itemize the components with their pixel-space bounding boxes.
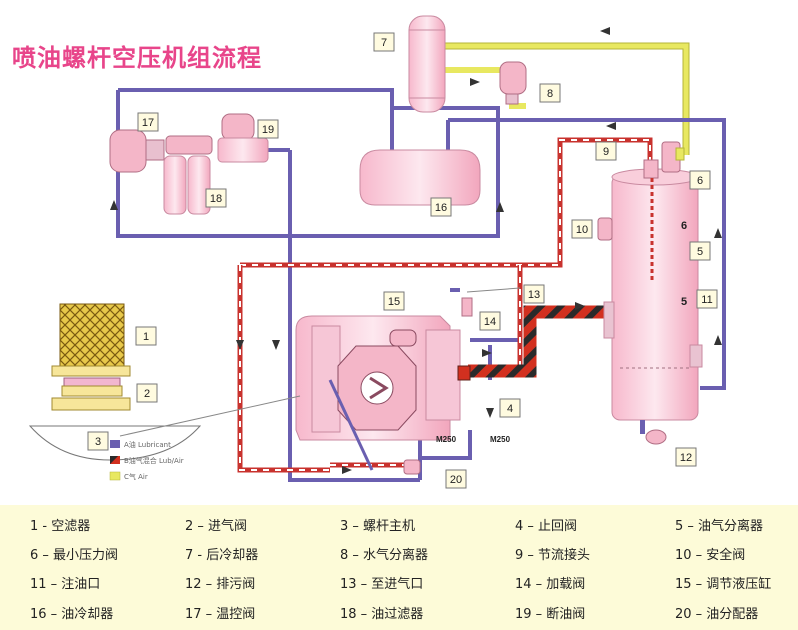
part-item-13: 13 – 至进气口 <box>340 577 424 592</box>
valve-label: M250 <box>436 435 457 444</box>
marker-17: 17 <box>142 117 154 129</box>
legend-label-air: C气 Air <box>124 472 148 481</box>
part-item-18: 18 – 油过滤器 <box>340 607 424 622</box>
water-separator <box>499 61 527 105</box>
marker-5: 5 <box>681 296 687 308</box>
part-item-8: 8 – 水气分离器 <box>340 548 429 563</box>
flow-arrows <box>110 27 722 474</box>
legend: A油 Lubricant B油气混合 Lub/Air C气 Air <box>109 440 184 481</box>
oil-cooler <box>359 149 481 206</box>
legend-label-oil: A油 Lubricant <box>124 440 171 449</box>
marker-14: 14 <box>484 316 496 328</box>
check-valve <box>457 365 471 381</box>
marker-box <box>430 197 452 217</box>
oil-distributor <box>403 459 421 475</box>
marker-15: 15 <box>388 296 400 308</box>
page-title: 喷油螺杆空压机组流程 <box>12 44 262 72</box>
part-item-12: 12 – 排污阀 <box>185 577 256 592</box>
marker-box <box>445 469 467 489</box>
part-item-15: 15 – 调节液压缸 <box>675 577 772 592</box>
part-item-6: 6 – 最小压力阀 <box>30 548 119 563</box>
marker-19: 19 <box>262 124 274 136</box>
legend-swatch-air <box>109 471 121 481</box>
marker-16: 16 <box>435 202 447 214</box>
throttle-joint <box>643 159 659 280</box>
part-item-11: 11 – 注油口 <box>30 577 101 592</box>
part-item-20: 20 – 油分配器 <box>675 607 759 622</box>
part-item-16: 16 – 油冷却器 <box>30 607 114 622</box>
marker-box <box>257 119 279 139</box>
part-item-7: 7 - 后冷却器 <box>185 548 259 563</box>
part-item-17: 17 – 温控阀 <box>185 607 256 622</box>
valve-label: M250 <box>490 435 511 444</box>
marker-7: 7 <box>381 37 387 49</box>
marker-1: 1 <box>143 331 149 343</box>
part-item-9: 9 – 节流接头 <box>515 548 591 563</box>
part-item-4: 4 – 止回阀 <box>515 519 578 534</box>
marker-box <box>87 431 109 451</box>
marker-box <box>539 83 561 103</box>
screw-main-unit <box>295 315 461 471</box>
marker-3: 3 <box>95 436 101 448</box>
marker-box <box>689 170 711 190</box>
marker-9: 9 <box>603 146 609 158</box>
oil-filter <box>163 135 213 215</box>
marker-box <box>696 289 718 309</box>
marker-8: 8 <box>547 88 553 100</box>
marker-box <box>479 311 501 331</box>
legend-swatch-oil-gas <box>110 456 120 464</box>
marker-4: 4 <box>507 403 513 415</box>
marker-2: 2 <box>144 388 150 400</box>
marker-box <box>675 447 697 467</box>
marker-box <box>373 32 395 52</box>
flow-diagram: A油 Lubricant B油气混合 Lub/Air C气 Air M250 M… <box>28 15 726 489</box>
part-item-5: 5 – 油气分离器 <box>675 519 764 534</box>
part-item-1: 1 - 空滤器 <box>30 519 91 534</box>
air-filter <box>51 303 131 377</box>
part-item-2: 2 – 进气阀 <box>185 519 248 534</box>
legend-label-oil-gas: B油气混合 Lub/Air <box>124 456 184 465</box>
part-item-14: 14 – 加载阀 <box>515 577 586 592</box>
marker-6: 6 <box>681 220 687 232</box>
marker-13: 13 <box>528 289 540 301</box>
part-item-19: 19 – 断油阀 <box>515 607 586 622</box>
part-item-3: 3 – 螺杆主机 <box>340 519 416 534</box>
marker-12: 12 <box>680 452 692 464</box>
marker-box <box>383 291 405 311</box>
marker-box <box>689 241 711 261</box>
marker-box <box>595 141 617 161</box>
after-cooler <box>408 15 446 113</box>
oil-cutoff-valve <box>217 113 269 163</box>
drain-valve <box>640 420 667 445</box>
parts-legend: 1 - 空滤器 2 – 进气阀 3 – 螺杆主机 4 – 止回阀 5 – 油气分离器 6 … <box>0 505 798 630</box>
legend-swatch-oil <box>110 440 120 448</box>
thermostatic-valve <box>109 129 165 173</box>
marker-6: 6 <box>697 175 703 187</box>
marker-10: 10 <box>576 224 588 236</box>
safety-valve <box>597 217 613 241</box>
discharge-pipe <box>468 305 604 378</box>
marker-box <box>135 326 157 346</box>
regulating-cylinder <box>389 329 417 347</box>
marker-20: 20 <box>450 474 462 486</box>
marker-box <box>571 219 593 239</box>
marker-box <box>523 284 545 304</box>
marker-5: 5 <box>697 246 703 258</box>
marker-box <box>137 112 159 132</box>
marker-box <box>136 383 158 403</box>
load-valve <box>461 287 521 317</box>
part-item-10: 10 – 安全阀 <box>675 548 746 563</box>
marker-box <box>205 188 227 208</box>
marker-11: 11 <box>701 294 712 306</box>
marker-box <box>499 398 521 418</box>
min-pressure-valve <box>661 141 685 173</box>
marker-18: 18 <box>210 193 222 205</box>
